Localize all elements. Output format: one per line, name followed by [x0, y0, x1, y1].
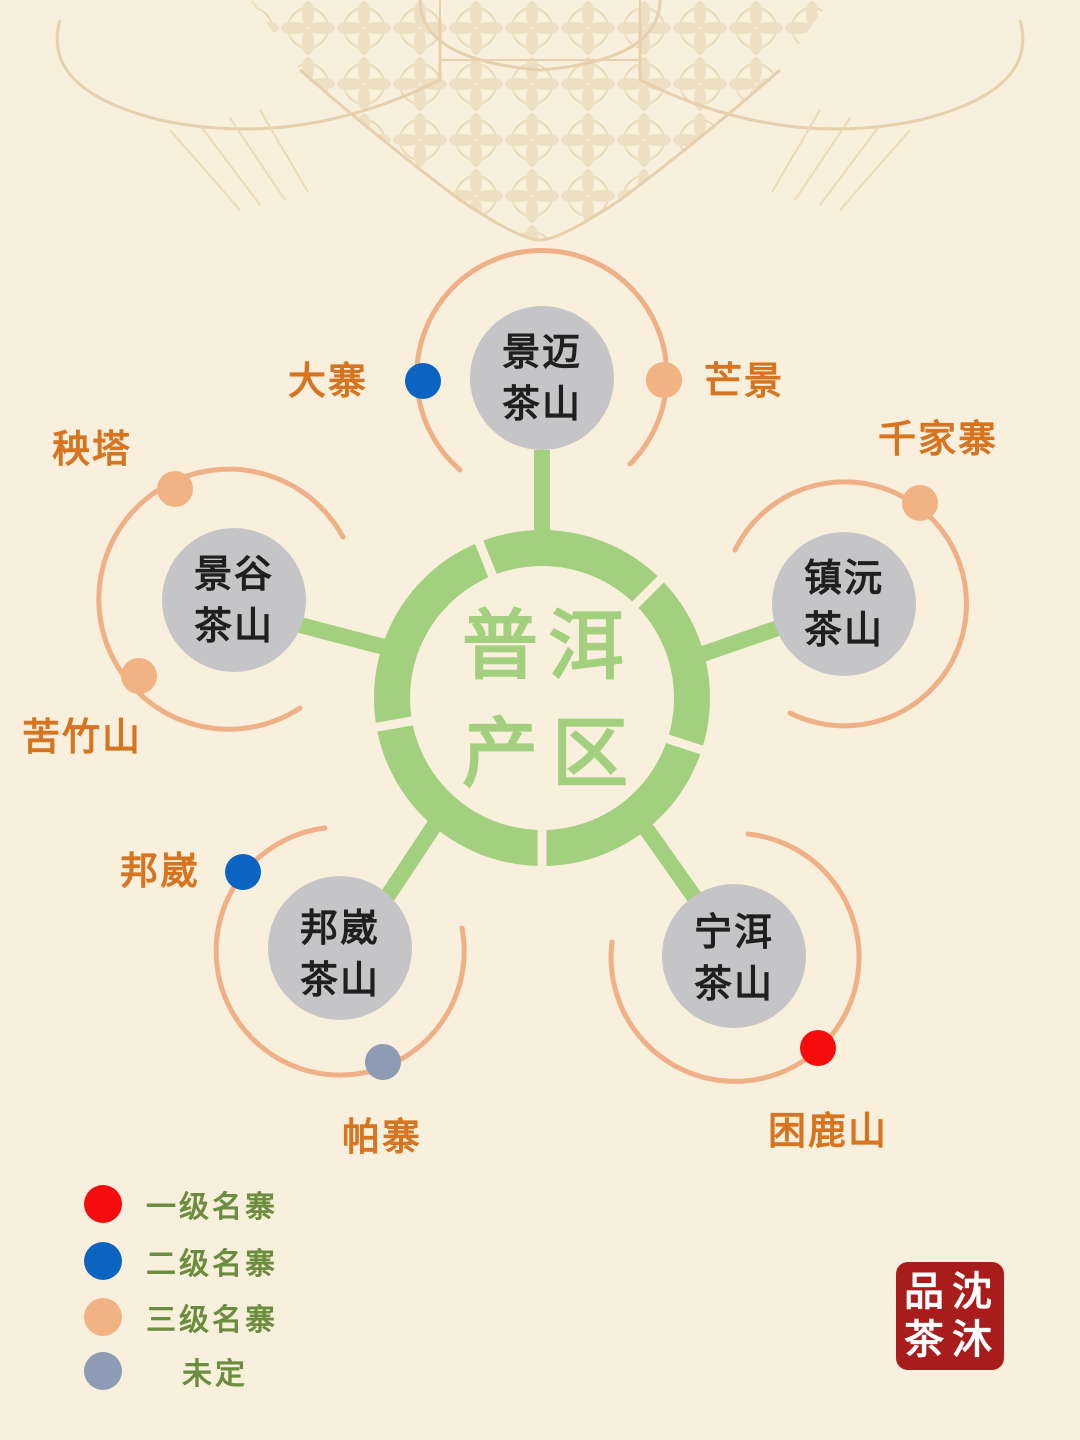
village-qianjiazhai-peach-dot-icon: [902, 485, 938, 521]
center-ring: [365, 530, 713, 876]
mountain-name-line2: 茶山: [693, 961, 774, 1006]
orbit-jinggu: [96, 466, 346, 732]
spoke-jinggu: [297, 617, 391, 656]
red-dot-icon: [84, 1185, 122, 1223]
center-title-char-4: 区: [552, 709, 628, 798]
legend-item-undecided: 未定: [84, 1351, 248, 1392]
mountain-name-line1: 景迈: [501, 329, 582, 374]
mountain-name-line2: 茶山: [299, 957, 380, 1002]
node-zhenyuan: [772, 532, 916, 676]
village-dazhai-blue-dot-icon: [405, 363, 441, 399]
legend-item-tier2: 二级名寨: [84, 1241, 278, 1282]
village-kunlushan-red-dot-icon: [800, 1030, 836, 1066]
node-jingmai: [470, 306, 614, 450]
mountain-zhenyuan: 镇沅 茶山: [772, 552, 916, 656]
mountain-name-line2: 茶山: [193, 603, 274, 648]
mountain-name-line1: 邦崴: [299, 905, 380, 950]
brand-stamp-logo: 品 沈 茶 沐: [896, 1262, 1004, 1370]
village-pazhai-gray-dot-icon: [365, 1044, 401, 1080]
village-label-kunlushan: 困鹿山: [768, 1108, 889, 1153]
village-label-yangta: 秧塔: [52, 426, 133, 471]
legend-item-tier3: 三级名寨: [84, 1297, 278, 1338]
mountain-bangwei: 邦崴 茶山: [268, 902, 412, 1006]
mountain-name-line1: 景谷: [193, 551, 274, 596]
spoke-zhenyuan: [697, 620, 781, 663]
legend-label: 二级名寨: [146, 1247, 278, 1282]
village-mangjing-peach-dot-icon: [646, 362, 682, 398]
mountain-name-line1: 宁洱: [693, 909, 774, 954]
blue-dot-icon: [84, 1242, 122, 1280]
mountain-ninger: 宁洱 茶山: [662, 906, 806, 1010]
stamp-char: 品: [904, 1268, 944, 1315]
top-ornament: [55, 0, 1025, 242]
legend-label: 一级名寨: [146, 1190, 278, 1225]
gray-dot-icon: [84, 1352, 122, 1390]
stamp-char: 沈: [952, 1268, 992, 1315]
village-yangta-peach-dot-icon: [157, 471, 193, 507]
village-label-pazhai: 帕寨: [342, 1114, 423, 1159]
legend-label: 三级名寨: [146, 1303, 278, 1338]
node-jinggu: [162, 528, 306, 672]
legend-label: 未定: [182, 1357, 248, 1392]
village-label-bangwei: 邦崴: [120, 848, 201, 893]
peach-dot-icon: [84, 1298, 122, 1336]
orbit-zhenyuan: [732, 479, 969, 729]
node-bangwei: [268, 876, 412, 1020]
stamp-char: 沐: [952, 1316, 992, 1363]
mountain-name-line2: 茶山: [803, 607, 884, 652]
spoke-bangwei: [378, 815, 445, 905]
mountain-jingmai: 景迈 茶山: [470, 326, 614, 430]
mountain-jinggu: 景谷 茶山: [162, 548, 306, 652]
mountain-name-line1: 镇沅: [803, 555, 884, 600]
village-label-dazhai: 大寨: [288, 358, 369, 403]
legend-item-tier1: 一级名寨: [84, 1184, 278, 1225]
center-title-char-1: 普: [462, 601, 538, 690]
center-title-char-2: 洱: [548, 601, 624, 690]
village-kuzhushan-peach-dot-icon: [121, 658, 157, 694]
spoke-ninger: [633, 815, 707, 910]
center-title-char-3: 产: [462, 709, 538, 798]
stamp-char: 茶: [904, 1316, 944, 1363]
node-ninger: [662, 884, 806, 1028]
village-label-mangjing: 芒景: [704, 358, 785, 403]
village-label-qianjiazhai: 千家寨: [878, 416, 999, 461]
mountain-name-line2: 茶山: [501, 381, 582, 426]
village-label-kuzhushan: 苦竹山: [22, 714, 143, 759]
village-bangwei-blue-dot-icon: [225, 854, 261, 890]
